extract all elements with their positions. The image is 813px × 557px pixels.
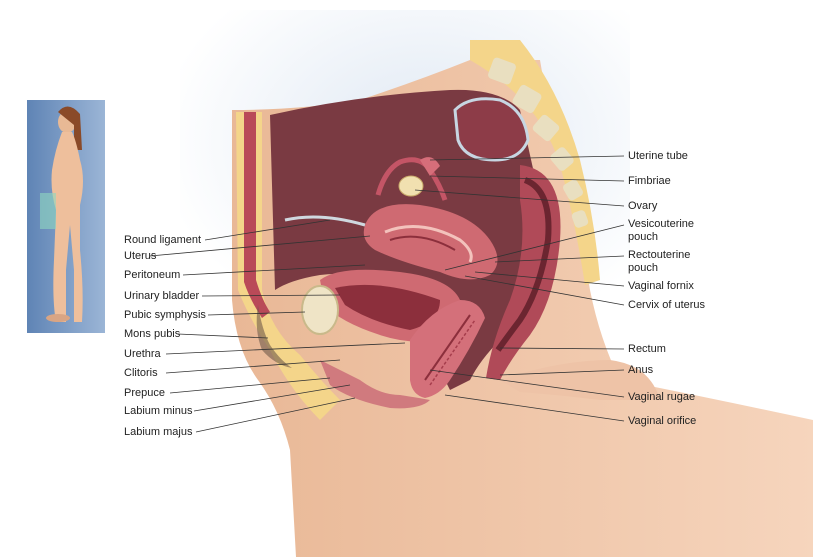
pubic-hair — [256, 305, 292, 368]
round-ligament-shape — [284, 215, 366, 227]
label-vaginal-rugae: Vaginal rugae — [628, 391, 696, 403]
label-uterus: Uterus — [124, 250, 157, 262]
ovary-and-tube — [375, 157, 448, 201]
label-vaginal-orifice: Vaginal orifice — [628, 415, 697, 427]
uterus-shape — [363, 204, 498, 280]
leader-lines-right — [414, 155, 625, 422]
label-ovary: Ovary — [628, 200, 658, 212]
leader-lines-left — [149, 219, 406, 433]
label-rectum: Rectum — [628, 343, 666, 355]
bowel-loop — [453, 97, 530, 162]
label-urethra: Urethra — [124, 348, 161, 360]
label-mons-pubis: Mons pubis — [124, 328, 181, 340]
label-rectouterine-line1: Rectouterine — [628, 249, 691, 261]
label-vaginal-fornix: Vaginal fornix — [628, 280, 694, 292]
label-clitoris: Clitoris — [124, 367, 158, 379]
pubic-symphysis-shape — [301, 285, 339, 335]
label-labium-minus: Labium minus — [124, 405, 193, 417]
label-fimbriae: Fimbriae — [628, 175, 671, 187]
abdominal-muscle — [244, 112, 270, 318]
label-vesicouterine-line1: Vesicouterine — [628, 218, 695, 230]
sacrum-spine — [470, 40, 600, 285]
inset-figure — [27, 100, 105, 333]
label-vesicouterine-line2: pouch — [628, 231, 658, 243]
label-uterine-tube: Uterine tube — [628, 150, 688, 162]
vagina-shape — [410, 300, 485, 398]
label-cervix-of-uterus: Cervix of uterus — [628, 299, 706, 311]
label-labium-majus: Labium majus — [124, 426, 193, 438]
fat-layer — [236, 112, 340, 420]
external-genitalia — [320, 360, 430, 409]
rectum — [486, 165, 561, 380]
label-pubic-symphysis: Pubic symphysis — [124, 309, 206, 321]
label-round-ligament: Round ligament — [124, 234, 202, 246]
label-anus: Anus — [628, 364, 654, 376]
label-rectouterine-pouch: Rectouterine pouch — [628, 249, 690, 275]
label-prepuce: Prepuce — [124, 387, 165, 399]
label-urinary-bladder: Urinary bladder — [124, 290, 200, 302]
label-rectouterine-line2: pouch — [628, 262, 658, 274]
label-peritoneum: Peritoneum — [124, 269, 181, 281]
label-vesicouterine-pouch: Vesicouterine pouch — [628, 218, 694, 244]
